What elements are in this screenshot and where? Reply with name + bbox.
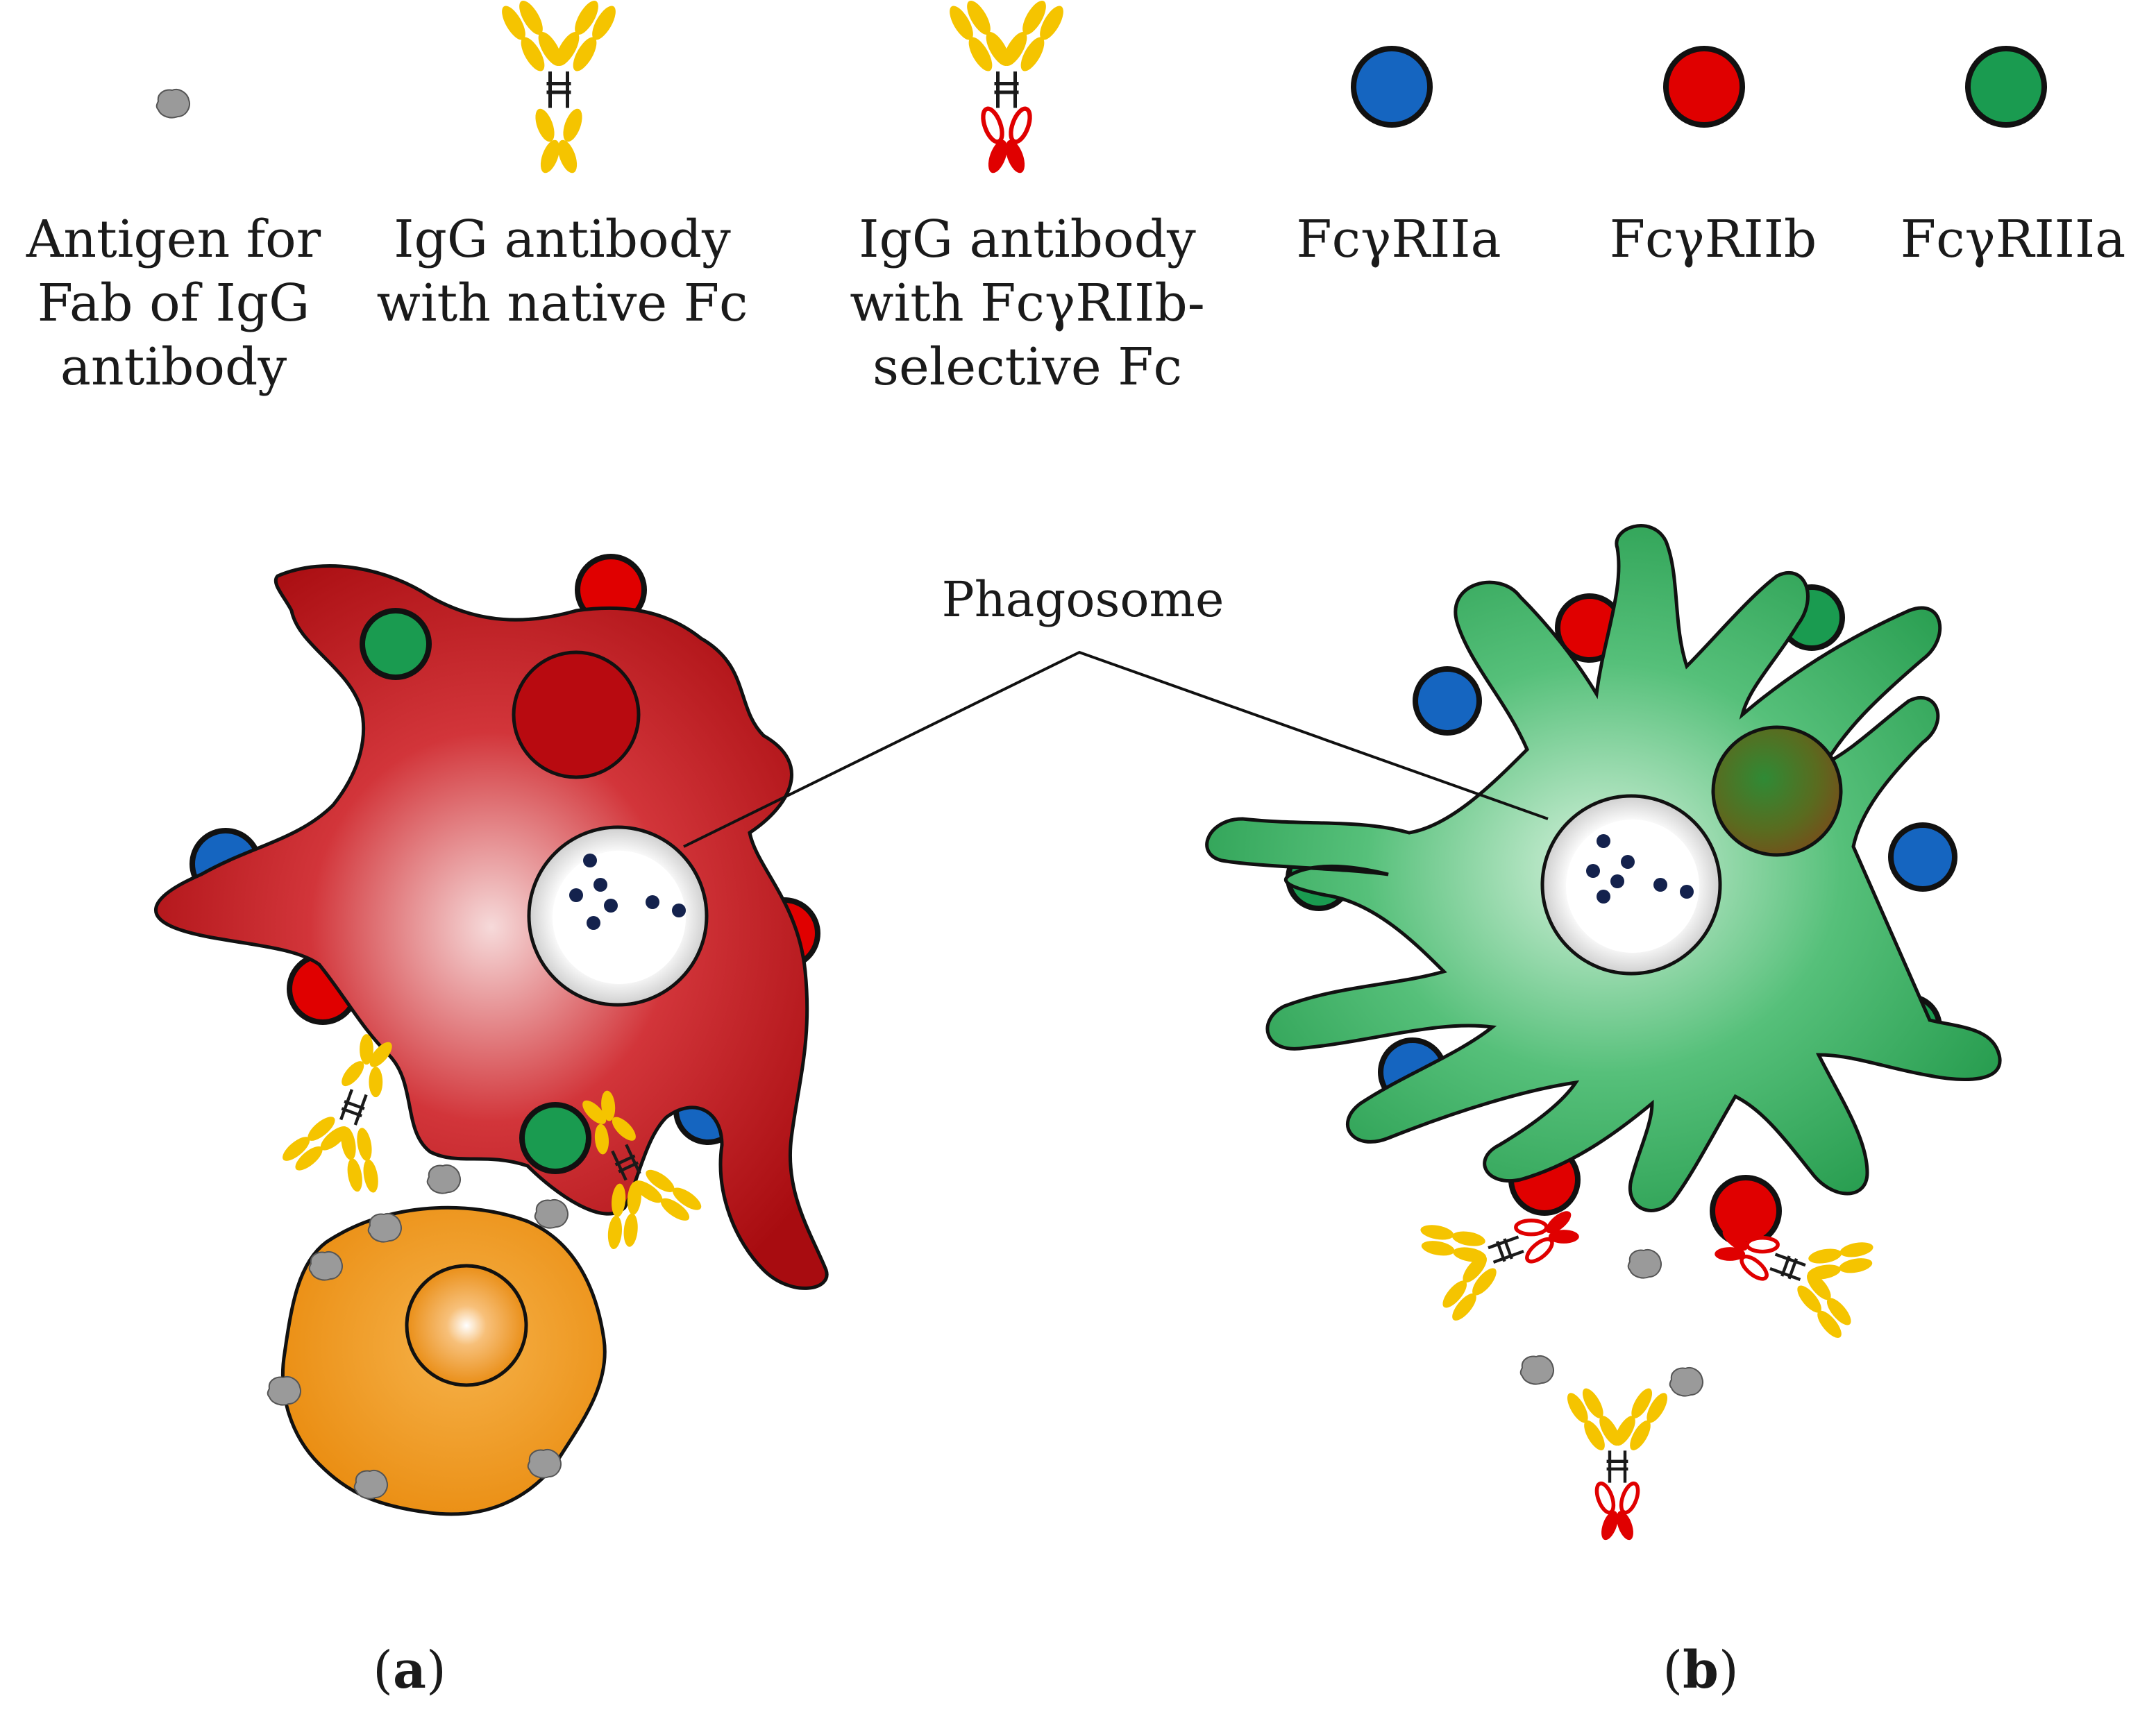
legend: Antigen for Fab of IgG antibody IgG anti… <box>26 0 2125 397</box>
legend-item-fcgriiia: FcγRIIIa <box>1901 46 2126 269</box>
phagosome-callout: Phagosome <box>683 571 1549 848</box>
phagosome-b <box>1540 794 1722 976</box>
immune-complex <box>1411 1173 1883 1542</box>
legend-line: FcγRIIb <box>1610 210 1817 269</box>
legend-item-fcgriib: FcγRIIb <box>1610 46 1817 269</box>
panel-b-dendritic-scene <box>1205 524 2002 1543</box>
legend-line: Fab of IgG <box>37 273 310 333</box>
legend-line: antibody <box>60 337 287 397</box>
antigen <box>1519 1355 1555 1385</box>
fcgriiia-receptor <box>519 1102 591 1174</box>
fcgriib-receptor-icon <box>1663 46 1745 128</box>
antigen <box>353 1469 389 1500</box>
antigen-icon <box>155 88 191 119</box>
antigen <box>426 1164 462 1194</box>
legend-line: IgG antibody <box>859 210 1196 269</box>
fcgriia-receptor <box>1413 666 1482 736</box>
legend-line: Antigen for <box>26 210 321 269</box>
igg-antibody-selective <box>1563 1385 1671 1542</box>
legend-line: selective Fc <box>873 337 1182 397</box>
antigen <box>308 1251 344 1281</box>
antigen <box>534 1198 569 1229</box>
legend-line: FcγRIIa <box>1296 210 1501 269</box>
panel-label-b: (b) <box>1662 1641 1739 1700</box>
phagosome-a <box>527 825 709 1007</box>
igg-native-fc-icon <box>498 0 621 176</box>
callout-leader-line <box>683 650 1549 848</box>
legend-line: with FcγRIIb- <box>850 273 1205 333</box>
fcgriia-receptor-icon <box>1351 46 1433 128</box>
antigen <box>267 1375 302 1406</box>
legend-item-igg-native: IgG antibody with native Fc <box>376 0 748 333</box>
igg-fcgriib-selective-fc-icon <box>945 0 1068 176</box>
antigen <box>367 1212 403 1243</box>
target-cell-nucleus <box>405 1264 528 1387</box>
legend-line: with native Fc <box>376 273 748 333</box>
legend-item-fcgriia: FcγRIIa <box>1296 46 1501 269</box>
panel-label-a: (a) <box>373 1641 446 1700</box>
dendritic-nucleus <box>1711 725 1843 857</box>
antigen <box>1627 1248 1662 1279</box>
legend-item-antigen: Antigen for Fab of IgG antibody <box>26 88 321 397</box>
fcgriia-receptor <box>1888 822 1957 892</box>
panel-a-macrophage-scene <box>154 554 829 1516</box>
fcgriib-receptor <box>1710 1175 1782 1247</box>
macrophage-cell <box>154 564 829 1290</box>
fcgriiia-receptor <box>360 608 432 680</box>
legend-line: IgG antibody <box>394 210 731 269</box>
phagosome-label: Phagosome <box>942 571 1224 628</box>
macrophage-nucleus <box>512 650 641 779</box>
antigen <box>1669 1366 1704 1397</box>
legend-item-igg-selective: IgG antibody with FcγRIIb- selective Fc <box>850 0 1205 397</box>
fcgriiia-receptor-icon <box>1965 46 2047 128</box>
antigen <box>527 1448 562 1479</box>
legend-line: FcγRIIIa <box>1901 210 2126 269</box>
